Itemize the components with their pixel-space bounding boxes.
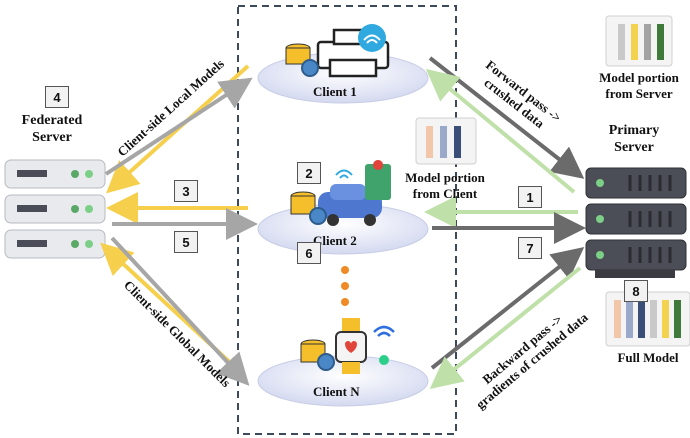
federated-server-icon xyxy=(4,159,106,259)
primary-server-label-line1: Primary xyxy=(608,123,660,138)
federated-server-label-line1: Federated xyxy=(21,113,83,128)
step-badge-3: 3 xyxy=(174,180,198,202)
primary-server-icon xyxy=(585,167,687,278)
primary-server-label: Primary Server xyxy=(592,122,676,156)
clients-dashed-box xyxy=(237,5,457,435)
model-portion-server-line1: Model portion xyxy=(599,70,679,85)
primary-server-label-line2: Server xyxy=(614,140,654,155)
step-badge-1: 1 xyxy=(518,186,542,208)
model-portion-client-line2: from Client xyxy=(412,186,478,201)
database-gear-icon xyxy=(300,339,335,371)
car-icon xyxy=(318,160,391,226)
arrow-global-model-client1 xyxy=(104,77,253,176)
ellipsis-dot xyxy=(341,266,349,274)
federated-server-label-line2: Server xyxy=(32,130,72,145)
arrow-backward-client1 xyxy=(425,68,576,194)
database-gear-icon xyxy=(290,191,327,225)
step-badge-8: 8 xyxy=(624,280,648,302)
full-model-icon xyxy=(605,291,690,347)
model-portion-client-icon xyxy=(415,117,477,165)
model-portion-client-label: Model portion from Client xyxy=(396,170,494,202)
full-model-label: Full Model xyxy=(617,350,679,365)
model-portion-server-line2: from Server xyxy=(605,86,673,101)
step-badge-2: 2 xyxy=(297,162,321,184)
client-2-label: Client 2 xyxy=(313,233,357,248)
printer-icon xyxy=(316,24,390,78)
client-n-label: Client N xyxy=(313,384,360,399)
smartwatch-icon xyxy=(335,318,395,374)
model-portion-client-line1: Model portion xyxy=(405,170,485,185)
ellipsis-dot xyxy=(341,282,349,290)
arrow-forward-clientn xyxy=(430,247,585,370)
federated-server-label: Federated Server xyxy=(10,112,94,146)
arrow-backward-clientn xyxy=(429,266,582,390)
arrow-global-model-clientn xyxy=(110,236,250,386)
step-badge-6: 6 xyxy=(297,242,321,264)
step-badge-5: 5 xyxy=(174,231,198,253)
model-portion-server-label: Model portion from Server xyxy=(590,70,688,102)
step-badge-7: 7 xyxy=(518,237,542,259)
step-badge-4: 4 xyxy=(45,86,69,108)
model-portion-server-icon xyxy=(605,15,673,67)
ellipsis-dot xyxy=(341,298,349,306)
client-1-label: Client 1 xyxy=(313,84,357,99)
database-gear-icon xyxy=(285,43,319,77)
